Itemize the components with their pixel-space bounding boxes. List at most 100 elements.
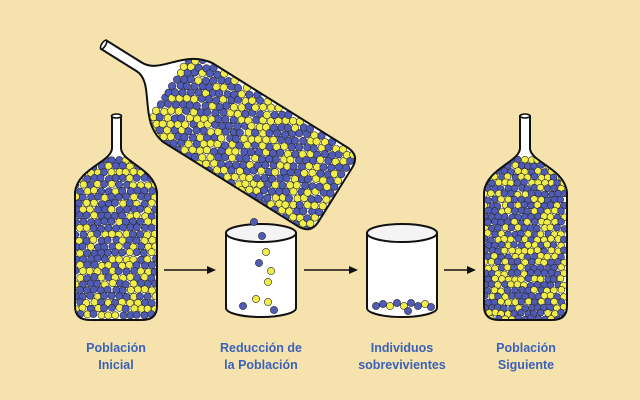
bead (500, 247, 509, 255)
bead (319, 163, 328, 172)
pouring-bottle (99, 39, 358, 234)
bead (140, 285, 149, 294)
survivor-beads (372, 299, 435, 315)
bead (148, 236, 157, 245)
bead (234, 84, 243, 93)
bead (546, 281, 555, 289)
bead (547, 246, 556, 255)
bead (484, 218, 492, 226)
bead (156, 100, 165, 109)
bead (82, 198, 91, 207)
bead (484, 167, 488, 175)
bead (86, 291, 95, 300)
bead (514, 235, 523, 243)
bead (547, 157, 556, 165)
bead (508, 246, 516, 255)
bead (144, 155, 153, 164)
bead (259, 103, 268, 112)
bead (554, 189, 562, 198)
bead (484, 161, 493, 170)
bead (247, 122, 256, 131)
bead (148, 261, 156, 269)
bead (114, 267, 123, 276)
bead (108, 303, 116, 312)
bead (544, 309, 552, 317)
bead (262, 110, 271, 119)
bead (104, 224, 113, 232)
bead (160, 107, 169, 116)
bead (90, 186, 98, 195)
bead (93, 279, 101, 288)
bead (100, 217, 109, 226)
bead (125, 260, 134, 269)
bead (107, 168, 116, 177)
label-initial-population: Población Inicial (41, 340, 191, 374)
bead (136, 292, 144, 301)
bead (299, 136, 308, 145)
bead (122, 192, 130, 201)
bead (510, 184, 518, 193)
bead (530, 218, 539, 226)
bead (152, 155, 157, 164)
bead (118, 211, 126, 220)
bead (126, 286, 135, 294)
bead (242, 154, 251, 163)
bead (195, 146, 204, 155)
bead (221, 141, 230, 150)
bead (187, 49, 196, 58)
bead (507, 223, 516, 232)
bead (89, 235, 98, 244)
bead (133, 285, 142, 294)
bead (547, 269, 555, 277)
bead (103, 236, 112, 244)
survivors-jar (366, 223, 438, 318)
bead (147, 162, 156, 170)
bead (546, 291, 555, 300)
bead (513, 269, 522, 277)
bead (491, 207, 499, 215)
bead (504, 206, 512, 215)
bead (237, 90, 246, 99)
bead (551, 206, 559, 215)
bead (118, 173, 127, 182)
next-population-beads (484, 155, 567, 320)
bead (530, 172, 539, 181)
bead (543, 240, 551, 249)
bead (528, 257, 536, 266)
bead (75, 161, 84, 170)
bead (300, 169, 309, 178)
bead (118, 186, 126, 195)
bead (270, 110, 279, 119)
bead (219, 83, 228, 92)
bead (130, 304, 139, 313)
bead (151, 242, 157, 251)
bead (536, 230, 545, 238)
arrow-reduction-to-survivors (304, 266, 358, 274)
bead (494, 257, 502, 266)
bead (182, 82, 191, 91)
bead (298, 162, 307, 171)
bead (163, 113, 172, 122)
bead (93, 230, 102, 238)
bead (278, 181, 287, 190)
bead (132, 248, 141, 257)
bead (247, 148, 256, 157)
next-population-bottle (483, 113, 568, 321)
bead (497, 241, 506, 249)
bead (235, 128, 244, 137)
bead (271, 155, 280, 164)
bead (152, 106, 161, 115)
bead (534, 315, 542, 320)
bead (497, 297, 505, 306)
bead (111, 248, 120, 257)
bead (129, 279, 138, 288)
bead (107, 180, 116, 188)
bead (497, 195, 505, 203)
bead (186, 75, 195, 84)
bead (254, 135, 263, 144)
bead (132, 210, 141, 219)
bead (511, 207, 519, 215)
bead (100, 180, 108, 188)
bead (148, 187, 157, 195)
